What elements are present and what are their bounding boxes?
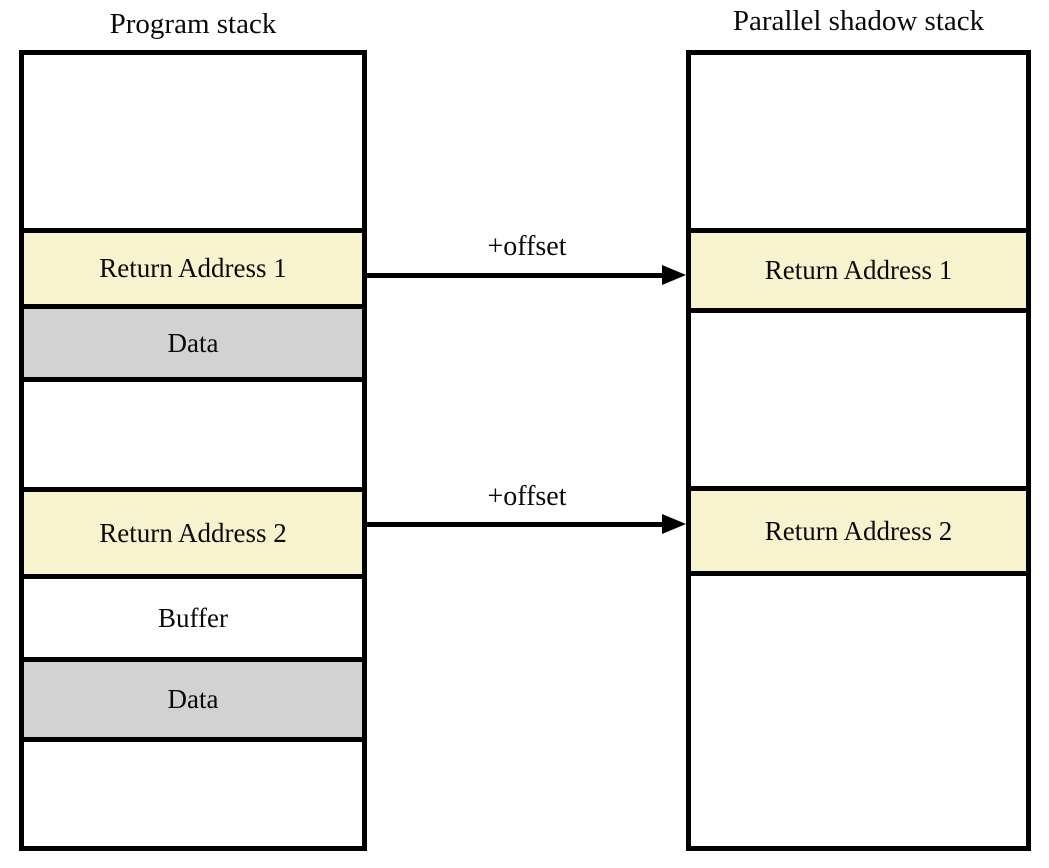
program-stack-data-cell: Data — [24, 662, 362, 742]
shadow-stack: Return Address 1 Return Address 2 — [686, 50, 1031, 851]
offset-label-2: +offset — [487, 481, 567, 512]
program-stack-return-address-1-cell: Return Address 1 — [24, 233, 362, 309]
shadow-stack-empty-cell — [691, 576, 1026, 846]
shadow-stack-empty-cell — [691, 313, 1026, 491]
program-stack-empty-cell — [24, 55, 362, 233]
offset-arrow-2-head-icon — [662, 514, 686, 534]
program-stack-return-address-2-cell: Return Address 2 — [24, 492, 362, 579]
program-stack-empty-cell — [24, 382, 362, 492]
program-stack-buffer-cell: Buffer — [24, 579, 362, 662]
shadow-stack-return-address-2-cell: Return Address 2 — [691, 491, 1026, 576]
offset-label-1: +offset — [487, 231, 567, 262]
offset-arrow-2-line — [366, 522, 664, 527]
program-stack: Return Address 1 Data Return Address 2 B… — [19, 50, 367, 851]
shadow-stack-return-address-1-cell: Return Address 1 — [691, 233, 1026, 313]
offset-arrow-1-head-icon — [662, 265, 686, 285]
shadow-stack-title: Parallel shadow stack — [732, 5, 985, 37]
offset-arrow-1-line — [366, 273, 664, 278]
shadow-stack-empty-cell — [691, 55, 1026, 233]
program-stack-empty-cell — [24, 742, 362, 846]
program-stack-data-cell: Data — [24, 309, 362, 382]
program-stack-title: Program stack — [109, 8, 277, 40]
